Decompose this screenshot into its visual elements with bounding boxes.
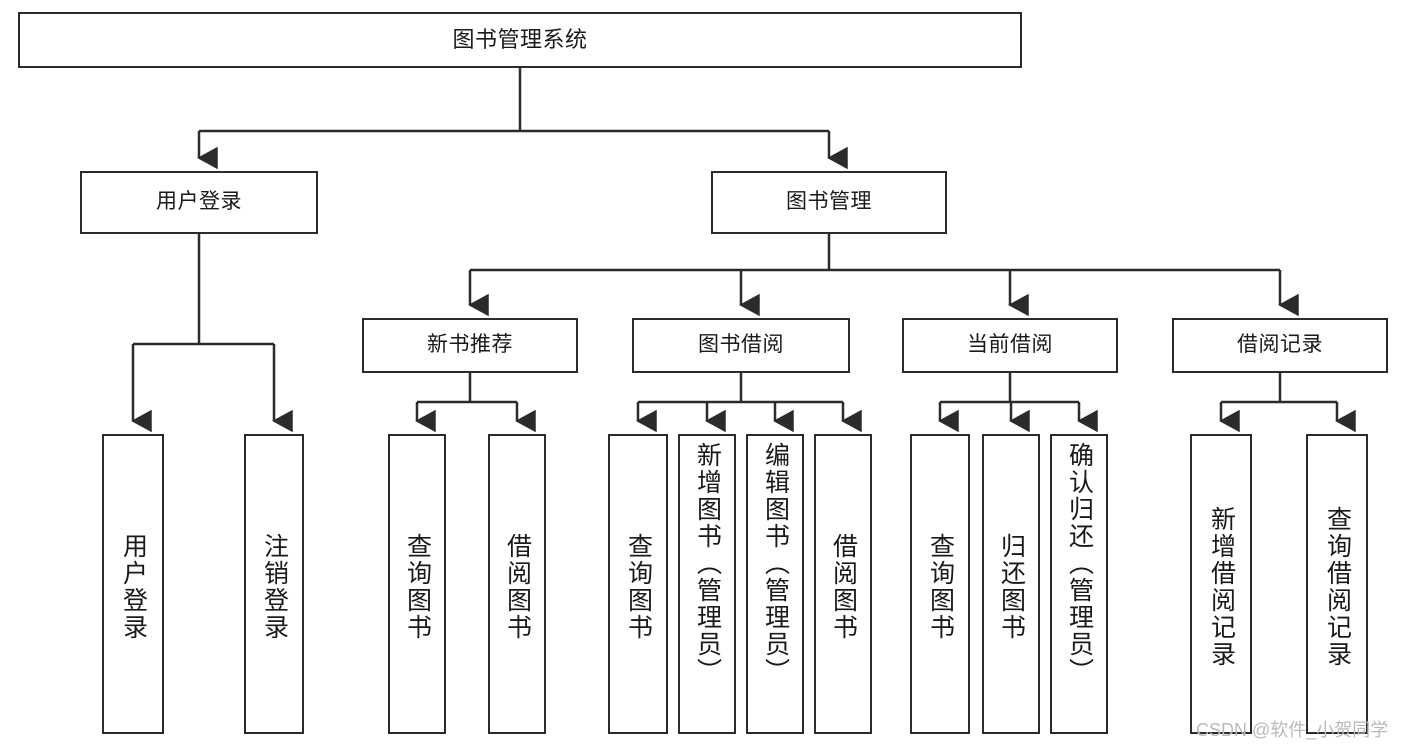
node-leaf-add-book-admin-label: 新增图书（管理员） xyxy=(693,442,722,685)
node-leaf-borrow-book-1[interactable]: 借阅图书 xyxy=(488,434,546,734)
node-leaf-borrow-book-2-label: 借阅图书 xyxy=(829,533,858,641)
node-root-label: 图书管理系统 xyxy=(452,27,588,53)
node-leaf-query-book-1-label: 查询图书 xyxy=(403,533,432,641)
node-current-borrow[interactable]: 当前借阅 xyxy=(902,318,1118,373)
node-leaf-query-borrow-record[interactable]: 查询借阅记录 xyxy=(1306,434,1368,734)
node-book-borrow[interactable]: 图书借阅 xyxy=(632,318,850,373)
node-leaf-query-book-2[interactable]: 查询图书 xyxy=(608,434,668,734)
node-leaf-return-book[interactable]: 归还图书 xyxy=(982,434,1040,734)
node-leaf-add-borrow-record[interactable]: 新增借阅记录 xyxy=(1190,434,1252,734)
node-leaf-logout-login-label: 注销登录 xyxy=(260,533,289,641)
node-root[interactable]: 图书管理系统 xyxy=(18,12,1022,68)
node-current-borrow-label: 当前借阅 xyxy=(967,333,1053,357)
node-leaf-query-book-3-label: 查询图书 xyxy=(926,533,955,641)
node-new-book-recommend-label: 新书推荐 xyxy=(427,333,513,357)
node-leaf-add-borrow-record-label: 新增借阅记录 xyxy=(1207,506,1236,668)
node-leaf-query-book-3[interactable]: 查询图书 xyxy=(910,434,970,734)
node-leaf-edit-book-admin-label: 编辑图书（管理员） xyxy=(761,442,790,685)
node-leaf-logout-login[interactable]: 注销登录 xyxy=(244,434,304,734)
node-book-manage-label: 图书管理 xyxy=(786,190,872,214)
node-leaf-user-login[interactable]: 用户登录 xyxy=(102,434,164,734)
node-new-book-recommend[interactable]: 新书推荐 xyxy=(362,318,578,373)
node-borrow-record-label: 借阅记录 xyxy=(1237,333,1323,357)
node-leaf-edit-book-admin[interactable]: 编辑图书（管理员） xyxy=(746,434,804,734)
node-leaf-confirm-return-admin-label: 确认归还（管理员） xyxy=(1065,442,1094,685)
node-leaf-query-book-1[interactable]: 查询图书 xyxy=(388,434,446,734)
node-user-login-label: 用户登录 xyxy=(156,190,242,214)
node-user-login[interactable]: 用户登录 xyxy=(80,171,318,234)
node-leaf-borrow-book-1-label: 借阅图书 xyxy=(503,533,532,641)
node-book-manage[interactable]: 图书管理 xyxy=(711,171,947,234)
node-leaf-add-book-admin[interactable]: 新增图书（管理员） xyxy=(678,434,736,734)
node-leaf-user-login-label: 用户登录 xyxy=(119,533,148,641)
node-leaf-return-book-label: 归还图书 xyxy=(997,533,1026,641)
node-leaf-query-book-2-label: 查询图书 xyxy=(624,533,653,641)
node-leaf-query-borrow-record-label: 查询借阅记录 xyxy=(1323,506,1352,668)
node-book-borrow-label: 图书借阅 xyxy=(698,333,784,357)
node-leaf-borrow-book-2[interactable]: 借阅图书 xyxy=(814,434,872,734)
node-borrow-record[interactable]: 借阅记录 xyxy=(1172,318,1388,373)
watermark: CSDN @软件_小贺同学 xyxy=(1196,720,1389,740)
node-leaf-confirm-return-admin[interactable]: 确认归还（管理员） xyxy=(1050,434,1108,734)
